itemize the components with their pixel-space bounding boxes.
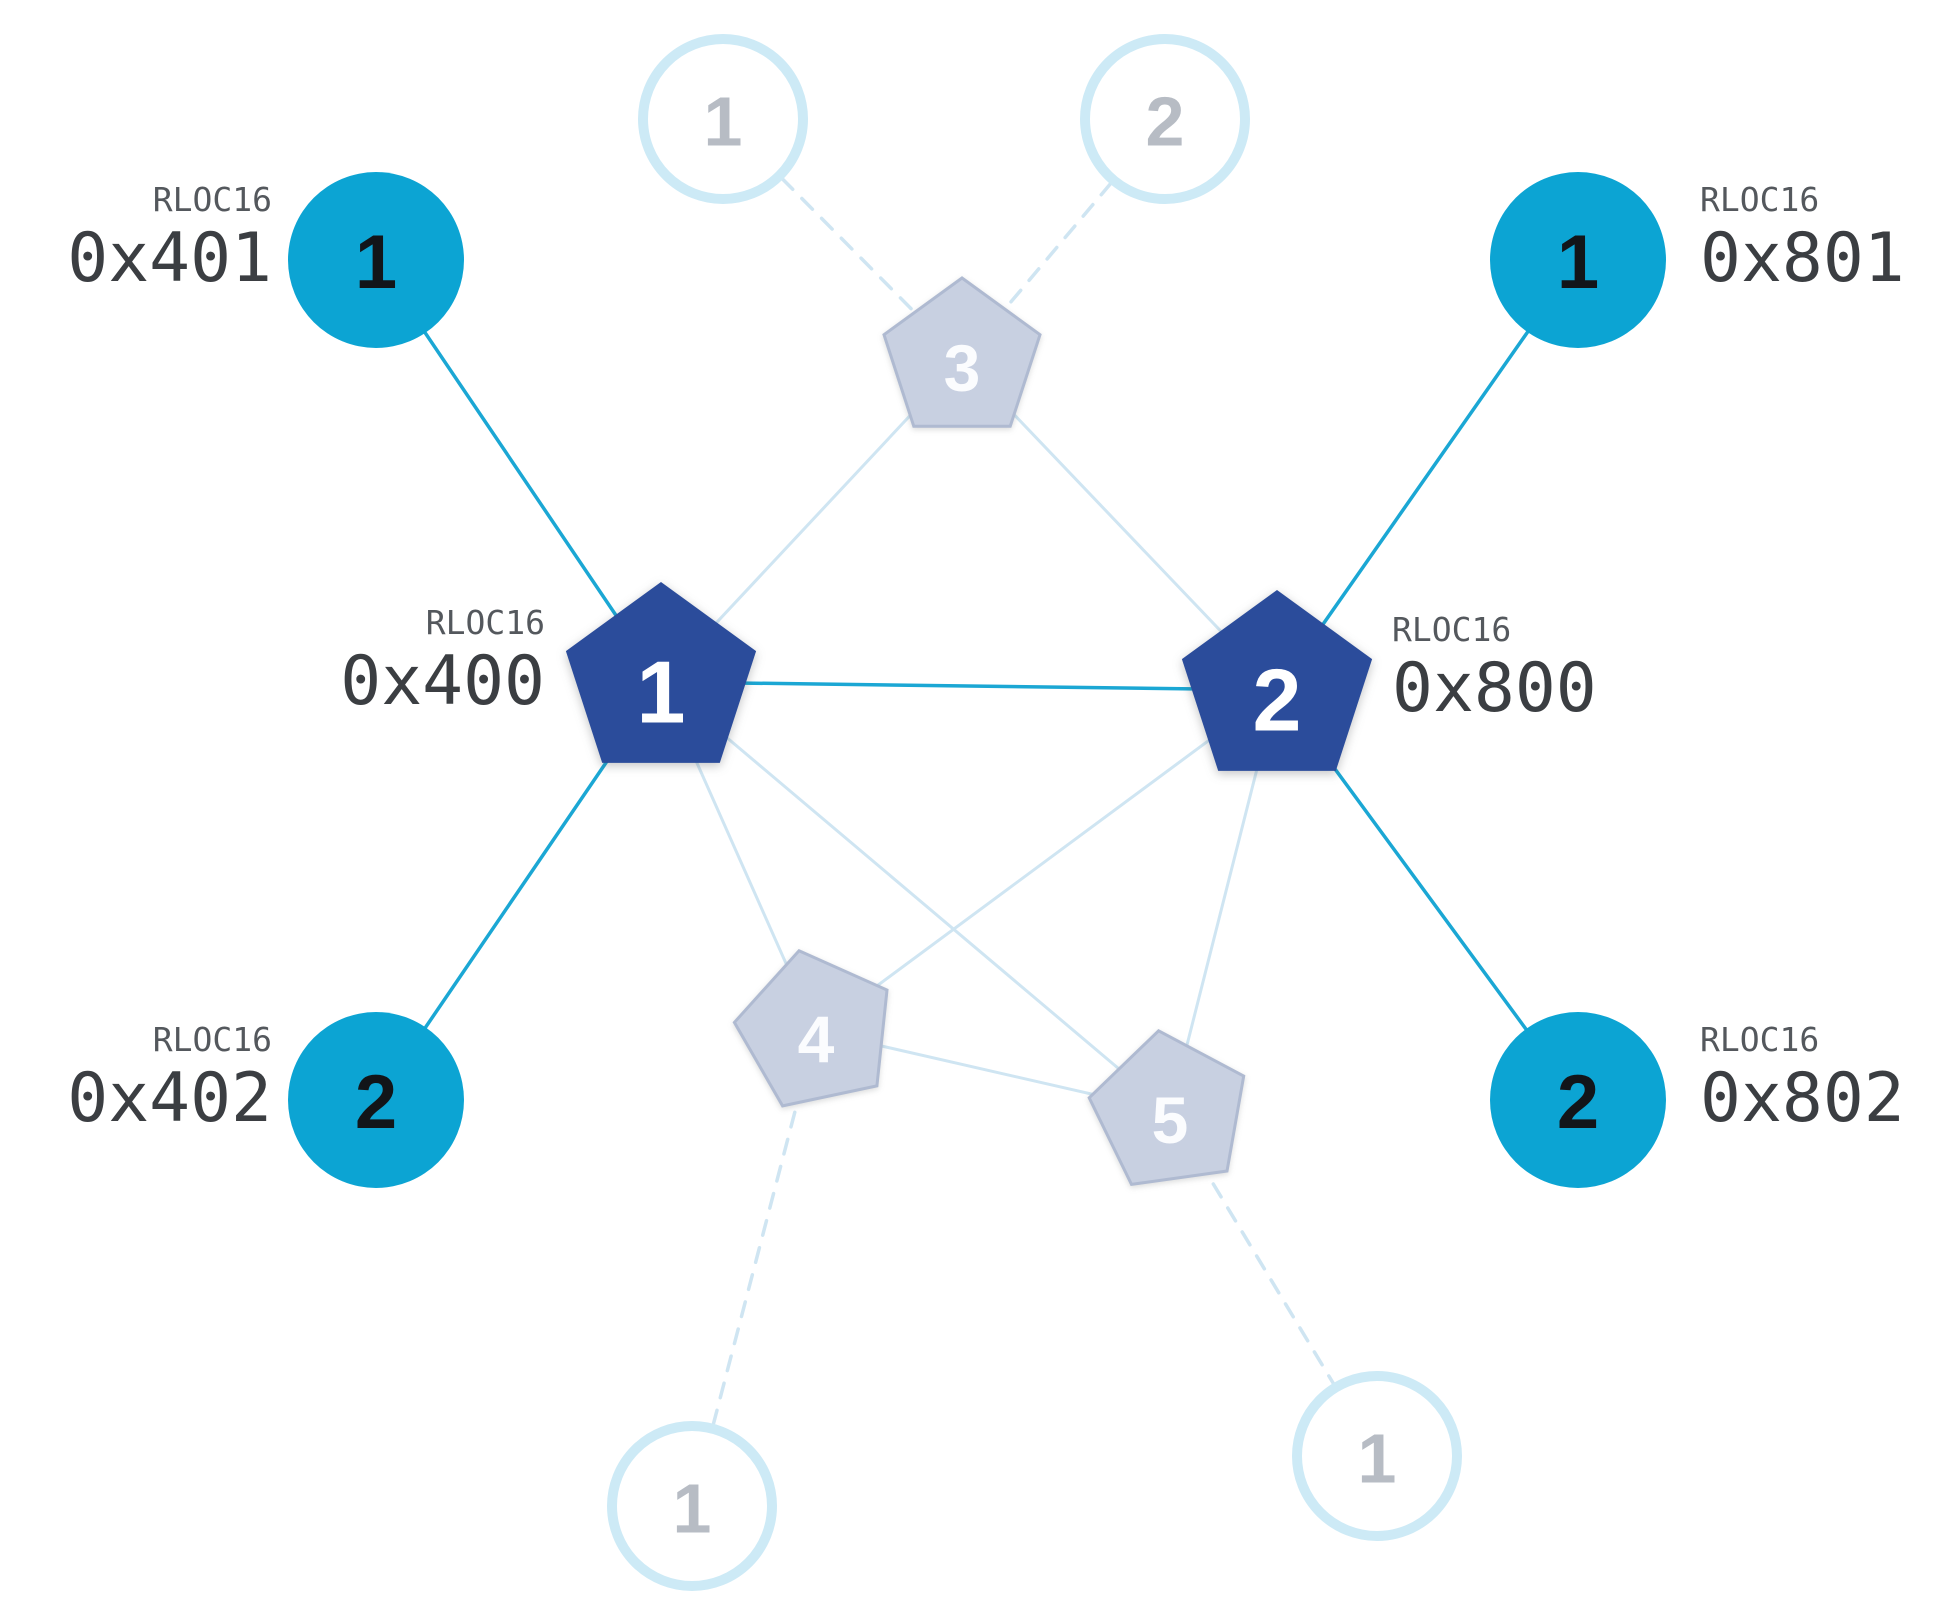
node-number: 1 (704, 82, 743, 160)
router-pentagon-icon (1181, 590, 1373, 771)
router-1: 1 (565, 582, 757, 763)
node-number: 1 (637, 643, 686, 742)
child-0x401: 1 (288, 172, 464, 348)
node-number: 1 (673, 1469, 712, 1547)
faded-child-bottom-2: 1 (1292, 1371, 1462, 1541)
router-pentagon-icon (732, 948, 889, 1108)
end-device-circle-icon (638, 34, 808, 204)
node-number: 1 (1557, 220, 1599, 305)
link-router-1--router-5 (659, 680, 1172, 1114)
node-number: 2 (355, 1060, 397, 1145)
link-router-1--router-2 (659, 680, 1279, 692)
end-device-circle-icon (1292, 1371, 1462, 1541)
router-pentagon-icon (1087, 1028, 1246, 1187)
end-device-circle-icon (1080, 34, 1250, 204)
faded-child-top-2: 2 (1080, 34, 1250, 204)
router-4: 4 (732, 948, 889, 1108)
node-number: 2 (1253, 651, 1302, 750)
node-number: 4 (798, 1002, 835, 1076)
node-number: 2 (1146, 82, 1185, 160)
node-number: 1 (1358, 1419, 1397, 1497)
link-router-2--router-4 (814, 688, 1279, 1033)
end-device-circle-icon (607, 1421, 777, 1591)
child-0x402: 2 (288, 1012, 464, 1188)
child-0x801: 1 (1490, 172, 1666, 348)
router-3: 3 (882, 276, 1042, 428)
end-device-circle-icon (1490, 172, 1666, 348)
router-pentagon-icon (882, 276, 1042, 428)
router-5: 5 (1087, 1028, 1246, 1187)
end-device-circle-icon (288, 1012, 464, 1188)
end-device-circle-icon (288, 172, 464, 348)
node-number: 1 (355, 220, 397, 305)
router-2: 2 (1181, 590, 1373, 771)
router-pentagon-icon (565, 582, 757, 763)
node-number: 2 (1557, 1060, 1599, 1145)
child-0x802: 2 (1490, 1012, 1666, 1188)
faded-child-top-1: 1 (638, 34, 808, 204)
node-number: 5 (1152, 1083, 1189, 1157)
end-device-circle-icon (1490, 1012, 1666, 1188)
node-number: 3 (944, 331, 981, 405)
faded-child-bottom-1: 1 (607, 1421, 777, 1591)
